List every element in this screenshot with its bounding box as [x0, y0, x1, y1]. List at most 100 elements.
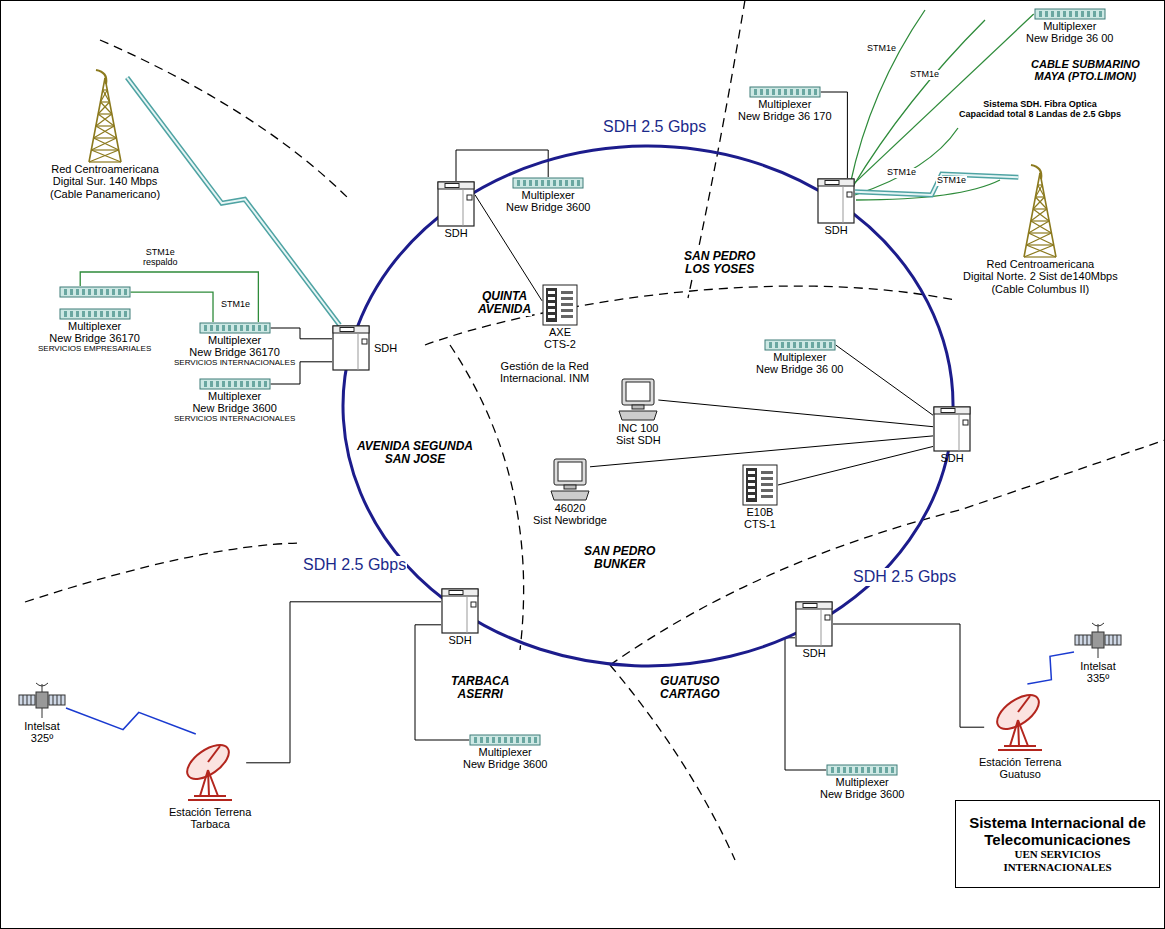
drawing-part — [94, 138, 119, 150]
drawing-part — [805, 342, 808, 348]
sdh-node-node: SDH — [933, 406, 971, 464]
workstation-icon — [618, 378, 658, 422]
drawing-part — [66, 708, 196, 734]
text-group: Sistema Internacional de Telecomunicacio… — [969, 815, 1146, 873]
text-group: SDH — [802, 647, 825, 659]
drawing-part — [855, 767, 858, 773]
drawing-part — [748, 477, 755, 480]
cable-link — [855, 14, 1034, 183]
earth-station-icon — [174, 734, 246, 806]
device-label: Multiplexer New Bridge 36 00 — [756, 351, 843, 376]
drawing-part — [200, 323, 270, 333]
drawing-part — [222, 381, 225, 387]
multiplexer-icon — [469, 734, 541, 746]
note-label: STM1e — [866, 44, 897, 54]
text-group: Red Centroamericana Digital Norte. 2 Sis… — [963, 258, 1118, 295]
drawing-part — [554, 459, 586, 485]
drawing-part — [98, 114, 114, 126]
drawing-part — [622, 379, 654, 405]
drawing-part — [823, 342, 826, 348]
device-label: SDH — [802, 647, 825, 659]
device-label: SERVICIOS INTERNACIONALES — [174, 415, 295, 424]
multiplexer-icon — [749, 86, 821, 98]
drawing-part — [469, 734, 541, 746]
drawing-part — [1029, 232, 1052, 233]
workstation-node: INC 100 Sist SDH — [616, 378, 661, 447]
multiplexer-icon — [199, 322, 271, 334]
text-group: Multiplexer New Bridge 36170SERVICIOS EM… — [38, 320, 151, 354]
drawing-part — [222, 325, 225, 331]
radio-link — [1027, 652, 1074, 684]
drawing-part — [1063, 11, 1066, 17]
drawing-part — [1079, 635, 1117, 645]
drawing-part — [91, 138, 116, 150]
drawing-part — [100, 90, 107, 102]
drawing-part — [778, 446, 933, 485]
drawing-part — [100, 289, 103, 295]
drawing-part — [571, 180, 574, 186]
drawing-part — [480, 737, 483, 743]
multiplexer-node: Multiplexer New Bridge 3600SERVICIOS INT… — [174, 378, 295, 424]
text-group: Estación Terrena Tarbaca — [169, 806, 251, 831]
drawing-part — [23, 695, 61, 705]
ring-capacity-label: SDH 2.5 Gbps — [302, 556, 407, 574]
workstation-icon — [550, 458, 590, 502]
title-text: Sistema Internacional de Telecomunicacio… — [969, 815, 1146, 849]
drawing-part — [1031, 221, 1052, 233]
drawing-part — [561, 303, 573, 306]
drawing-part — [1093, 11, 1096, 17]
drawing-part — [516, 737, 519, 743]
drawing-part — [1036, 196, 1045, 197]
drawing-part — [358, 333, 359, 370]
drawing-part — [1039, 11, 1042, 17]
drawing-part — [825, 615, 830, 620]
drawing-part — [460, 611, 814, 666]
drawing-part — [94, 137, 117, 138]
multiplexer-icon — [59, 286, 131, 320]
text-group: Intelsat 325º — [24, 720, 59, 745]
drawing-part — [498, 737, 501, 743]
drawing-part — [795, 601, 833, 647]
drawing-part — [855, 174, 1018, 195]
drawing-part — [855, 14, 1034, 183]
drawing-part — [240, 381, 243, 387]
text-group: 46020 Sist Newbridge — [533, 502, 607, 527]
drawing-part — [558, 462, 582, 481]
drawing-part — [36, 683, 48, 686]
device-label: SDH — [940, 452, 963, 464]
drawing-part — [833, 624, 984, 727]
drawing-part — [802, 89, 805, 95]
drawing-part — [200, 379, 270, 389]
text-group: Multiplexer New Bridge 36 00 — [756, 351, 843, 376]
drawing-part — [561, 291, 573, 294]
device-label: Multiplexer New Bridge 3600 — [820, 776, 904, 801]
drawing-part — [445, 184, 459, 188]
drawing-part — [632, 405, 644, 409]
drawing-part — [246, 325, 249, 331]
drawing-part — [873, 767, 876, 773]
drawing-part — [748, 495, 755, 498]
drawing-part — [60, 287, 130, 297]
drawing-part — [541, 180, 544, 186]
drawing-part — [1018, 696, 1030, 712]
cable-link — [785, 638, 826, 770]
switch-icon — [542, 284, 578, 326]
drawing-part — [1031, 165, 1041, 179]
text-group: Multiplexer New Bridge 3600 — [820, 776, 904, 801]
cable-link — [131, 292, 213, 322]
region-borders — [25, 0, 1165, 860]
drawing-part — [252, 381, 255, 387]
drawing-part — [36, 692, 48, 708]
satellite-node: Intelsat 335º — [1074, 620, 1122, 685]
ring-capacity-label: SDH 2.5 Gbps — [602, 118, 707, 136]
drawing-part — [748, 489, 755, 492]
drawing-part — [264, 325, 267, 331]
drawing-part — [553, 180, 556, 186]
cable-link — [836, 345, 933, 415]
sdh-node-icon — [795, 601, 833, 647]
drawing-part — [96, 114, 112, 126]
text-group: SDH — [444, 227, 467, 239]
drawing-part — [96, 126, 117, 138]
drawing-part — [761, 471, 773, 474]
region-name: SAN PEDRO BUNKER — [583, 545, 656, 571]
